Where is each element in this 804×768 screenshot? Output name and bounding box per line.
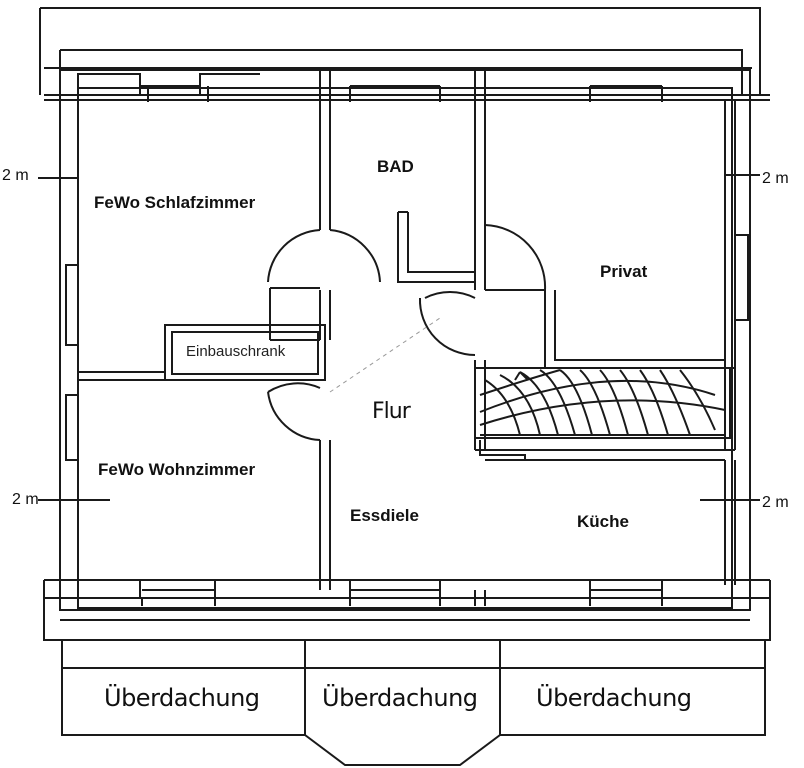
dimension-label-left-upper: 2 m	[2, 167, 29, 184]
canopy-label-right: Überdachung	[536, 684, 692, 712]
room-label-schlafzimmer: FeWo Schlafzimmer	[94, 193, 256, 212]
dimension-label-right-upper: 2 m	[762, 170, 789, 187]
dimension-label-left-lower: 2 m	[12, 491, 39, 508]
room-label-essdiele: Essdiele	[350, 506, 419, 525]
room-label-wohnzimmer: FeWo Wohnzimmer	[98, 460, 256, 479]
canopy-label-center: Überdachung	[322, 684, 478, 712]
room-label-privat: Privat	[600, 262, 648, 281]
room-label-flur: Flur	[372, 399, 411, 424]
room-label-einbauschrank: Einbauschrank	[186, 343, 286, 360]
canopy-label-left: Überdachung	[104, 684, 260, 712]
room-label-kueche: Küche	[577, 512, 629, 531]
dimension-label-right-lower: 2 m	[762, 494, 789, 511]
outer-wall	[59, 69, 751, 611]
room-label-bad: BAD	[377, 157, 414, 176]
